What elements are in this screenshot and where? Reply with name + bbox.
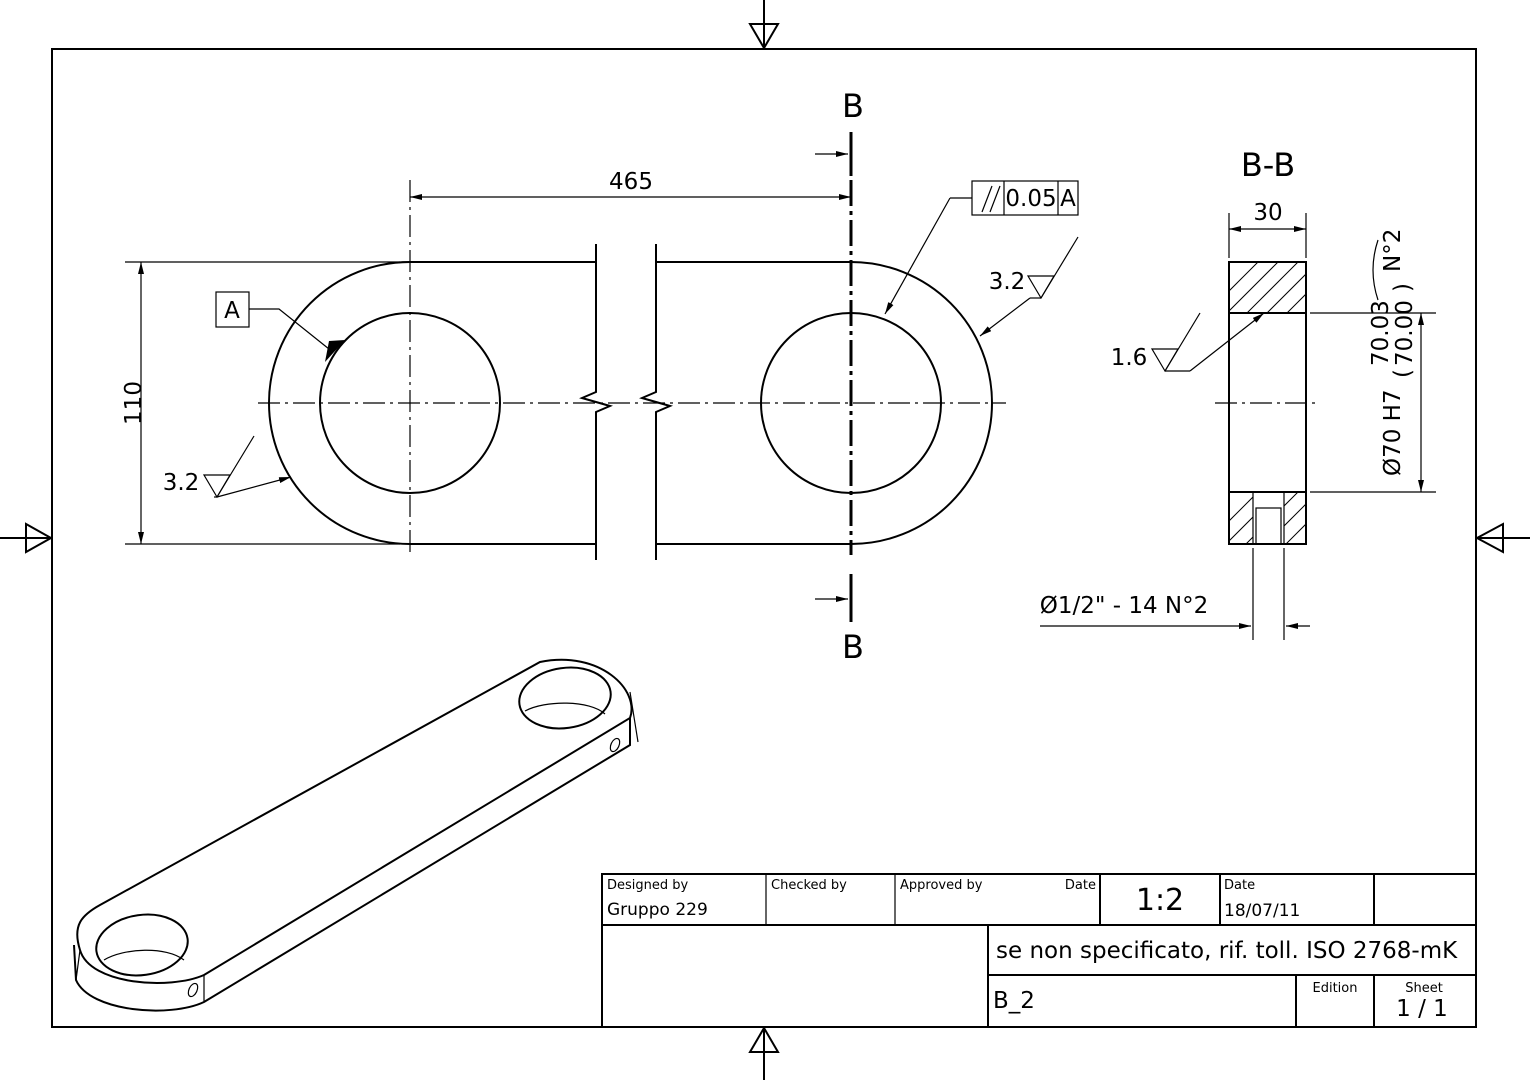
section-view [1215, 261, 1320, 545]
dimension-thread [1040, 548, 1310, 640]
roughness-right [979, 236, 1079, 337]
dimension-bore [1310, 239, 1436, 493]
dimension-width [1228, 213, 1307, 258]
dimension-height [125, 261, 400, 545]
roughness-left [202, 435, 292, 499]
tolerance-frame [884, 180, 1079, 315]
roughness-bore [1150, 312, 1265, 373]
sheet-border [51, 48, 1477, 1028]
isometric-view [73, 658, 639, 1012]
datum-feature [215, 291, 345, 362]
title-block [601, 873, 1477, 1028]
front-view [258, 132, 1006, 622]
